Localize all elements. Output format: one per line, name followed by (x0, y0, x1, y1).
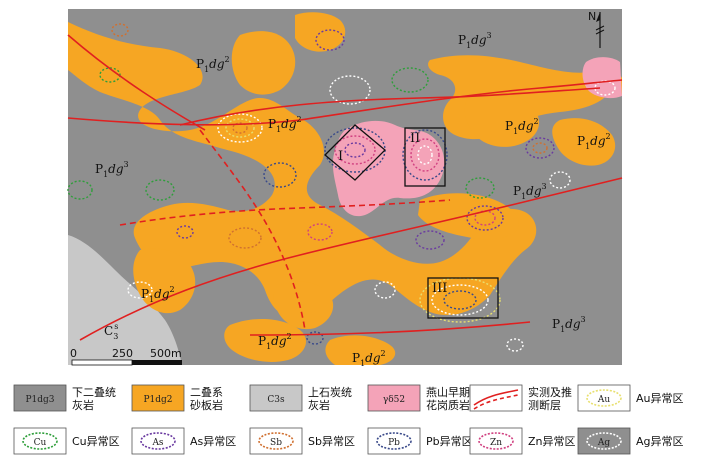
legend-label: 实测及推 (528, 385, 572, 399)
legend-swatch (131, 384, 185, 412)
legend-label: Cu异常区 (72, 435, 120, 448)
scale-tick-250: 250 (112, 347, 133, 360)
legend-item-cu: Cu Cu异常区 (13, 427, 120, 455)
legend-item-au: Au Au异常区 (577, 384, 684, 412)
legend-swatch-text: As (151, 438, 163, 448)
area-II-outline (404, 127, 446, 187)
legend-swatch-text: Cu (34, 438, 47, 448)
legend-swatch-text: Sb (270, 438, 282, 448)
legend-label: Pb异常区 (426, 435, 473, 448)
faults (67, 34, 623, 341)
area-II-label: II (410, 131, 420, 146)
legend-item-zn: Zn Zn异常区 (469, 427, 576, 455)
legend-swatch (13, 384, 67, 412)
carboniferous-area (68, 235, 182, 365)
legend-label: Ag异常区 (636, 435, 684, 448)
area-I-outline (324, 124, 386, 181)
legend-swatch-text: P1dg3 (25, 395, 54, 405)
legend-swatch-text: Zn (490, 438, 502, 448)
legend-swatch-text: P1dg2 (143, 395, 172, 405)
legend-swatch-text: Ag (597, 438, 610, 448)
legend-swatch-text: Au (597, 395, 610, 405)
legend-swatch-text: Pb (388, 438, 400, 448)
area-III-outline (427, 277, 499, 319)
legend-item-pb: Pb Pb异常区 (367, 427, 473, 455)
unit-label: P1dg2 (577, 132, 611, 151)
scale-bar: 0 250 500m (70, 347, 182, 366)
unit-labels: P1dg3P1dg2P1dg2P1dg3P1dg2P1dg2P1dg3P1dg2… (95, 31, 611, 368)
scale-tick-0: 0 (70, 347, 77, 360)
legend-label: 二叠系 (190, 386, 223, 399)
unit-label: P1dg3 (552, 315, 586, 334)
anomaly-contours (67, 23, 616, 352)
legend-label: 下二叠统 (72, 386, 116, 399)
unit-label: P1dg2 (258, 332, 292, 351)
area-I-label: I (338, 149, 343, 164)
unit-label: P1dg2 (196, 55, 230, 74)
legend-item-sb: Sb Sb异常区 (249, 427, 355, 455)
legend-label: 砂板岩 (190, 398, 223, 412)
legend-swatch (367, 384, 421, 412)
unit-label: P1dg3 (95, 160, 129, 179)
unit-label: P1dg2 (141, 285, 175, 304)
unit-label: P1dg2 (505, 117, 539, 136)
north-label: N (588, 10, 596, 23)
unit-label: P1dg3 (458, 31, 492, 50)
north-arrow-icon: N (588, 10, 605, 48)
legend-label: 上石炭统 (308, 386, 352, 399)
scale-tick-500m: 500m (150, 347, 182, 360)
carboniferous-label: C3s (104, 322, 118, 341)
legend-swatch (249, 384, 303, 412)
legend-swatch-text: C3s (267, 395, 285, 405)
legend-label: 灰岩 (72, 398, 94, 412)
study-areas (324, 124, 499, 319)
legend-label: Sb异常区 (308, 435, 355, 448)
legend-label: Au异常区 (636, 392, 684, 405)
legend-label: Zn异常区 (528, 435, 576, 448)
legend-swatch-text: γδ52 (383, 395, 405, 405)
legend-label: 燕山早期 (426, 386, 470, 399)
legend-label: 花岗质岩 (426, 398, 470, 412)
unit-label: P1dg3 (513, 182, 547, 201)
legend-label: As异常区 (190, 435, 236, 448)
unit-label: P1dg2 (268, 115, 302, 134)
legend-label: 灰岩 (308, 398, 330, 412)
legend-label: 测断层 (528, 398, 561, 412)
legend-item-ag: Ag Ag异常区 (577, 427, 684, 455)
area-III-label: III (432, 281, 447, 296)
unit-label: P1dg2 (352, 349, 386, 368)
legend-item-as: As As异常区 (131, 427, 236, 455)
legend-swatch (469, 384, 523, 412)
